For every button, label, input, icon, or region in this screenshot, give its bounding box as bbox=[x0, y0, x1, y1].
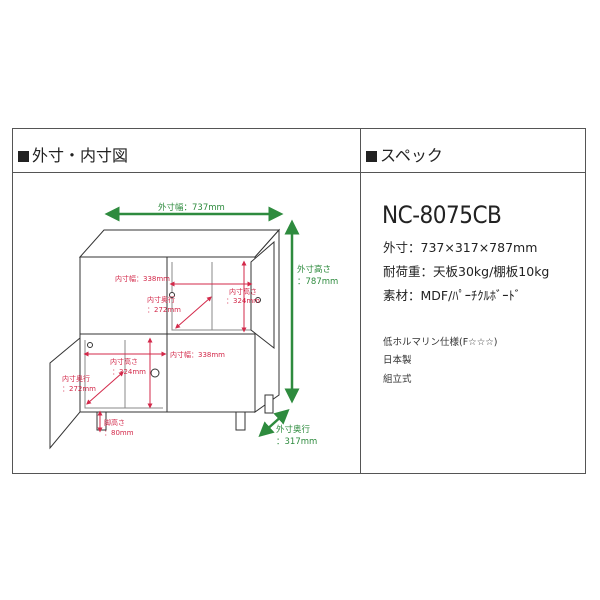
leg bbox=[235, 411, 246, 431]
spec-section-title: スペック bbox=[366, 146, 443, 166]
note-formaldehyde: 低ホルマリン仕様(F☆☆☆) bbox=[383, 337, 498, 348]
dimension-section-title: 外寸・内寸図 bbox=[18, 146, 128, 166]
spec-material: 素材：MDF/ﾊﾟｰﾁｸﾙﾎﾞｰﾄﾞ bbox=[383, 288, 522, 303]
outer-height-value: ：787mm bbox=[297, 277, 338, 287]
vertical-divider bbox=[360, 128, 361, 474]
inner-height-bottom-value: ：324mm bbox=[112, 368, 146, 376]
leg bbox=[264, 394, 274, 414]
dimension-section-label: 外寸・内寸図 bbox=[32, 146, 129, 165]
square-bullet-icon bbox=[18, 150, 29, 162]
lower-left-door bbox=[49, 336, 81, 450]
door-knob bbox=[87, 342, 93, 348]
inner-dimension-arrows bbox=[83, 260, 253, 433]
inner-depth-top-arrow bbox=[175, 296, 212, 329]
outer-depth-value: ：317mm bbox=[276, 437, 317, 447]
spec-panel bbox=[12, 128, 586, 474]
inner-height-top-value: ：324mm bbox=[226, 297, 260, 305]
inner-depth-top-value: ：272mm bbox=[147, 306, 181, 314]
inner-depth-top-label: 内寸奥行 bbox=[147, 295, 175, 304]
inner-width-top-label: 内寸幅：338mm bbox=[115, 274, 170, 283]
cabinet-drawing bbox=[49, 228, 281, 450]
leg-height-value: ：80mm bbox=[104, 429, 134, 437]
leg-height-label: 脚高さ bbox=[104, 418, 125, 427]
outer-depth-label: 外寸奥行 bbox=[276, 424, 311, 435]
outer-depth-arrow bbox=[258, 408, 290, 438]
inner-height-top-label: 内寸高さ bbox=[229, 287, 257, 296]
square-bullet-icon bbox=[366, 150, 377, 162]
lower-left-inner-back bbox=[84, 340, 163, 409]
spec-load: 耐荷重：天板30kg/棚板10kg bbox=[383, 264, 550, 279]
spec-section-label: スペック bbox=[380, 146, 443, 165]
inner-depth-bottom-value: ：272mm bbox=[62, 385, 96, 393]
door-knob bbox=[150, 368, 160, 378]
outer-width-label: 外寸幅：737mm bbox=[158, 202, 225, 213]
horizontal-divider bbox=[12, 172, 586, 173]
note-assembly: 組立式 bbox=[383, 374, 412, 385]
door-knob bbox=[255, 297, 261, 303]
spec-size: 外寸：737×317×787mm bbox=[383, 240, 538, 255]
inner-height-bottom-label: 内寸高さ bbox=[110, 357, 138, 366]
cabinet-top-surface bbox=[78, 229, 281, 258]
upper-right-door bbox=[250, 240, 275, 350]
note-origin: 日本製 bbox=[383, 355, 412, 366]
door-knob bbox=[169, 292, 175, 298]
inner-depth-bottom-arrow bbox=[86, 371, 124, 405]
outer-height-label: 外寸高さ bbox=[297, 264, 331, 275]
model-number: NC-8075CB bbox=[382, 201, 502, 229]
inner-width-bottom-label: 内寸幅：338mm bbox=[170, 350, 225, 359]
inner-depth-bottom-label: 内寸奥行 bbox=[62, 374, 90, 383]
outer-dimension-arrows bbox=[104, 206, 300, 438]
